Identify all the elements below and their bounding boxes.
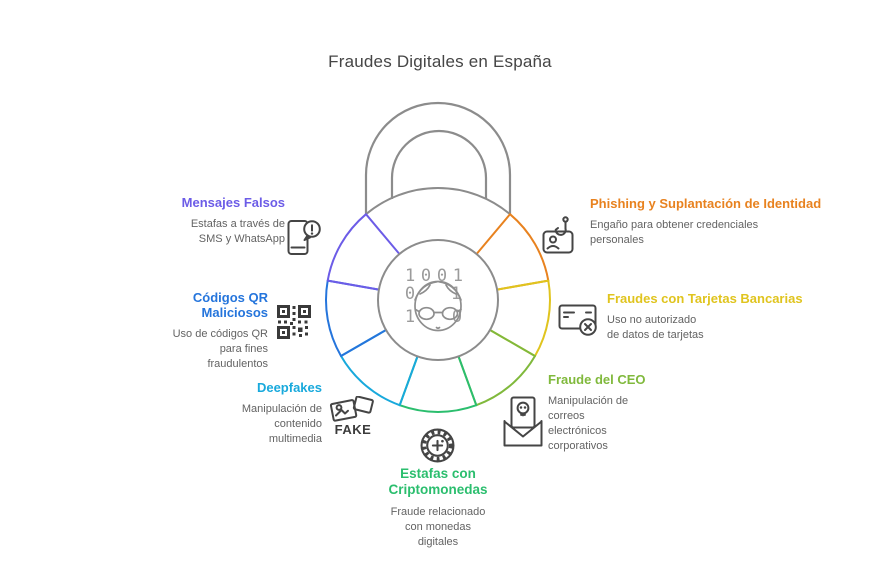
ring-segment-ceo: [457, 329, 536, 407]
svg-text:1: 1: [405, 307, 415, 327]
ring-segment-tarjetas: [489, 279, 551, 357]
ring-segment-qr: [325, 279, 387, 357]
card-x-icon: [558, 301, 598, 337]
item-fraude-ceo-description: Manipulación de correos electrónicos cor…: [548, 395, 629, 452]
item-mensajes-falsos-title: Mensajes Falsos: [181, 195, 285, 210]
ring-segment-cripto: [398, 356, 478, 413]
item-deepfakes-title: Deepfakes: [256, 380, 322, 395]
item-codigos-qr: Códigos QR Maliciosos Uso de códigos QR …: [126, 290, 268, 372]
hacker-face-icon: [414, 280, 462, 332]
svg-text:0: 0: [405, 284, 415, 304]
item-phishing-description: Engaño para obtener credenciales persona…: [590, 219, 759, 246]
page-title: Fraudes Digitales en España: [328, 52, 552, 71]
item-phishing-title: Phishing y Suplantación de Identidad: [590, 196, 822, 211]
fake-photo-icon-label: FAKE: [334, 422, 372, 437]
ring-segment-phishing: [475, 213, 550, 291]
qr-code-icon: [277, 305, 311, 339]
item-mensajes-falsos-description: Estafas a través de SMS y WhatsApp: [190, 218, 285, 245]
item-fraude-ceo-title: Fraude del CEO: [548, 372, 646, 387]
item-tarjetas-bancarias: Fraudes con Tarjetas Bancarias Uso no au…: [607, 291, 807, 343]
ring-segment-deepfakes: [340, 329, 419, 407]
item-criptomonedas-title: Estafas con Criptomonedas: [388, 466, 488, 497]
item-deepfakes: Deepfakes Manipulación de contenido mult…: [190, 380, 322, 447]
item-codigos-qr-title: Códigos QR Maliciosos: [192, 290, 268, 320]
phone-alert-icon: [287, 216, 321, 256]
item-fraude-ceo: Fraude del CEO Manipulación de correos e…: [548, 372, 668, 454]
fake-photo-icon: FAKE: [329, 396, 377, 437]
item-criptomonedas-description: Fraude relacionado con monedas digitales: [390, 506, 486, 548]
item-mensajes-falsos: Mensajes Falsos Estafas a través de SMS …: [143, 195, 285, 247]
lock-shackle-icon: [364, 101, 512, 215]
lock-inner-circle: [377, 239, 499, 361]
item-criptomonedas: Estafas con Criptomonedas Fraude relacio…: [358, 466, 518, 550]
item-tarjetas-bancarias-title: Fraudes con Tarjetas Bancarias: [607, 291, 803, 306]
svg-text:1 0 0 1: 1 0 0 1: [405, 266, 463, 286]
ring-segment-mensajes: [326, 213, 401, 291]
ring-segment-top: [365, 186, 511, 215]
item-deepfakes-description: Manipulación de contenido multimedia: [241, 403, 322, 445]
crypto-coin-icon: [420, 428, 455, 463]
id-hook-icon: [542, 216, 578, 258]
item-tarjetas-bancarias-description: Uso no autorizado de datos de tarjetas: [607, 314, 704, 341]
mail-skull-icon: [501, 396, 545, 448]
item-phishing: Phishing y Suplantación de Identidad Eng…: [590, 196, 825, 248]
item-codigos-qr-description: Uso de códigos QR para fines fraudulento…: [172, 328, 268, 370]
